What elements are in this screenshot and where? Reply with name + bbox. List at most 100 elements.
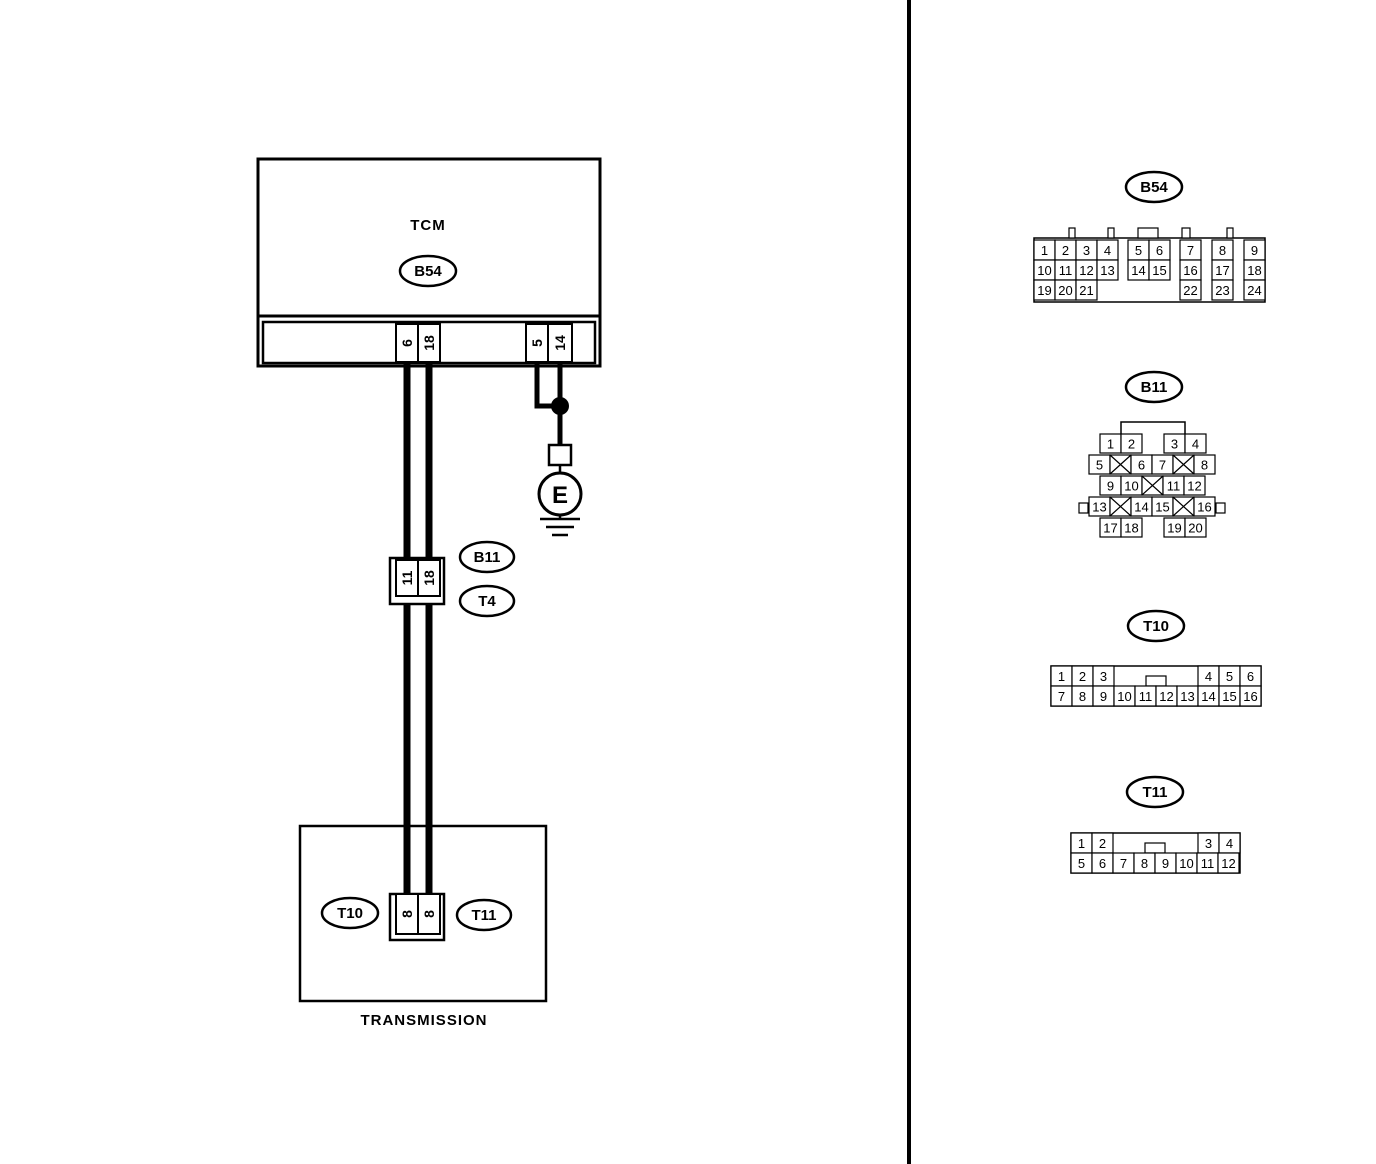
b54-pin-19: 19: [1037, 283, 1051, 298]
ground-circuit: E: [534, 364, 583, 537]
t11-pin-9: 9: [1162, 856, 1169, 871]
b54-pin-18: 18: [1247, 263, 1261, 278]
b54-pin-8: 8: [1219, 243, 1226, 258]
b54-pin-23: 23: [1215, 283, 1229, 298]
b54-pin-13: 13: [1100, 263, 1114, 278]
b54-pin-24: 24: [1247, 283, 1261, 298]
b54-pin-10: 10: [1037, 263, 1051, 278]
tcm-unit: TCM B54 6 18 5 14: [256, 157, 602, 368]
b11-pin-1: 1: [1107, 437, 1114, 452]
b11-pin-17: 17: [1103, 521, 1117, 536]
t11-pin-6: 6: [1099, 856, 1106, 871]
t11-view-title: T11: [1142, 784, 1167, 801]
transmission-label: TRANSMISSION: [360, 1012, 487, 1029]
b11-view-title: B11: [1141, 379, 1168, 396]
transmission-unit: 8 8 T10 T11 TRANSMISSION: [298, 824, 548, 1029]
t10-pin-1: 1: [1058, 669, 1065, 684]
t11-pin-8: 8: [421, 910, 437, 918]
b54-pin-20: 20: [1058, 283, 1072, 298]
b11-pin-7: 7: [1159, 458, 1166, 473]
t11-pin-2: 2: [1099, 836, 1106, 851]
t10-pin-11: 11: [1139, 689, 1153, 704]
t10-pin-3: 3: [1100, 669, 1107, 684]
b54-pin-22: 22: [1183, 283, 1197, 298]
b11-pin-14: 14: [1134, 500, 1148, 515]
b11-pin-3: 3: [1171, 437, 1178, 452]
b11-pin-16: 16: [1197, 500, 1211, 515]
b11-pin-12: 12: [1187, 479, 1201, 494]
b11-pin-9: 9: [1107, 479, 1114, 494]
b11-pin-19: 19: [1167, 521, 1181, 536]
b11-pin-2: 2: [1128, 437, 1135, 452]
t10-pin-16: 16: [1243, 689, 1257, 704]
b11-pin-11: 11: [1167, 479, 1181, 494]
t11-pin-3: 3: [1205, 836, 1212, 851]
inline-pin-11: 11: [399, 570, 415, 585]
tcm-pin-18: 18: [421, 335, 437, 351]
inline-pin-18: 18: [421, 570, 437, 586]
t10-pin-12: 12: [1159, 689, 1173, 704]
b54-pin-14: 14: [1131, 263, 1145, 278]
t10-pin-8: 8: [1079, 689, 1086, 704]
b11-pin-4: 4: [1192, 437, 1199, 452]
b11-pin-15: 15: [1155, 500, 1169, 515]
b54-pin-16: 16: [1183, 263, 1197, 278]
b54-pin-7: 7: [1187, 243, 1194, 258]
t11-pin-7: 7: [1120, 856, 1127, 871]
t10-pin-15: 15: [1222, 689, 1236, 704]
t11-pin-5: 5: [1078, 856, 1085, 871]
b11-pin-10: 10: [1124, 479, 1138, 494]
b54-pin-11: 11: [1059, 263, 1073, 278]
b54-pin-9: 9: [1251, 243, 1258, 258]
b11-oval-label: B11: [474, 549, 501, 566]
b11-pin-13: 13: [1092, 500, 1106, 515]
t10-view-title: T10: [1143, 618, 1169, 635]
tcm-pin-5: 5: [529, 339, 545, 347]
t10-pin-10: 10: [1117, 689, 1131, 704]
t10-pin-6: 6: [1247, 669, 1254, 684]
t11-pin-4: 4: [1226, 836, 1233, 851]
t4-oval-label: T4: [478, 593, 496, 610]
t10-oval-label: T10: [337, 905, 363, 922]
b11-pin-20: 20: [1188, 521, 1202, 536]
t10-pin-5: 5: [1226, 669, 1233, 684]
t11-pin-1: 1: [1078, 836, 1085, 851]
t10-pin-13: 13: [1180, 689, 1194, 704]
harness-wires: [403, 364, 433, 895]
t11-pin-8: 8: [1141, 856, 1148, 871]
t10-pin-7: 7: [1058, 689, 1065, 704]
t11-oval-label: T11: [471, 907, 496, 924]
t10-pin-2: 2: [1079, 669, 1086, 684]
t10-pin-14: 14: [1201, 689, 1215, 704]
b54-pin-17: 17: [1215, 263, 1229, 278]
t11-pin-12: 12: [1221, 856, 1235, 871]
tcm-pin-6: 6: [399, 339, 415, 347]
t10-pin-9: 9: [1100, 689, 1107, 704]
t11-pin-10: 10: [1179, 856, 1193, 871]
b11-pin-8: 8: [1201, 458, 1208, 473]
b54-pin-15: 15: [1152, 263, 1166, 278]
b54-pin-1: 1: [1041, 243, 1048, 258]
ground-label: E: [552, 482, 568, 509]
b54-pin-2: 2: [1062, 243, 1069, 258]
b11-pin-5: 5: [1096, 458, 1103, 473]
b54-pin-5: 5: [1135, 243, 1142, 258]
b54-pin-6: 6: [1156, 243, 1163, 258]
b54-pin-3: 3: [1083, 243, 1090, 258]
b54-pin-4: 4: [1104, 243, 1111, 258]
b54-oval-label: B54: [414, 263, 442, 280]
b11-pin-6: 6: [1138, 458, 1145, 473]
tcm-pin-14: 14: [552, 335, 568, 351]
b54-pin-12: 12: [1079, 263, 1093, 278]
t10-pin-8: 8: [399, 910, 415, 918]
t11-pin-11: 11: [1201, 856, 1215, 871]
t10-pin-4: 4: [1205, 669, 1212, 684]
inline-connector: 11 18 B11 T4: [388, 540, 516, 618]
tcm-label: TCM: [410, 217, 446, 234]
b54-view-title: B54: [1140, 179, 1168, 196]
